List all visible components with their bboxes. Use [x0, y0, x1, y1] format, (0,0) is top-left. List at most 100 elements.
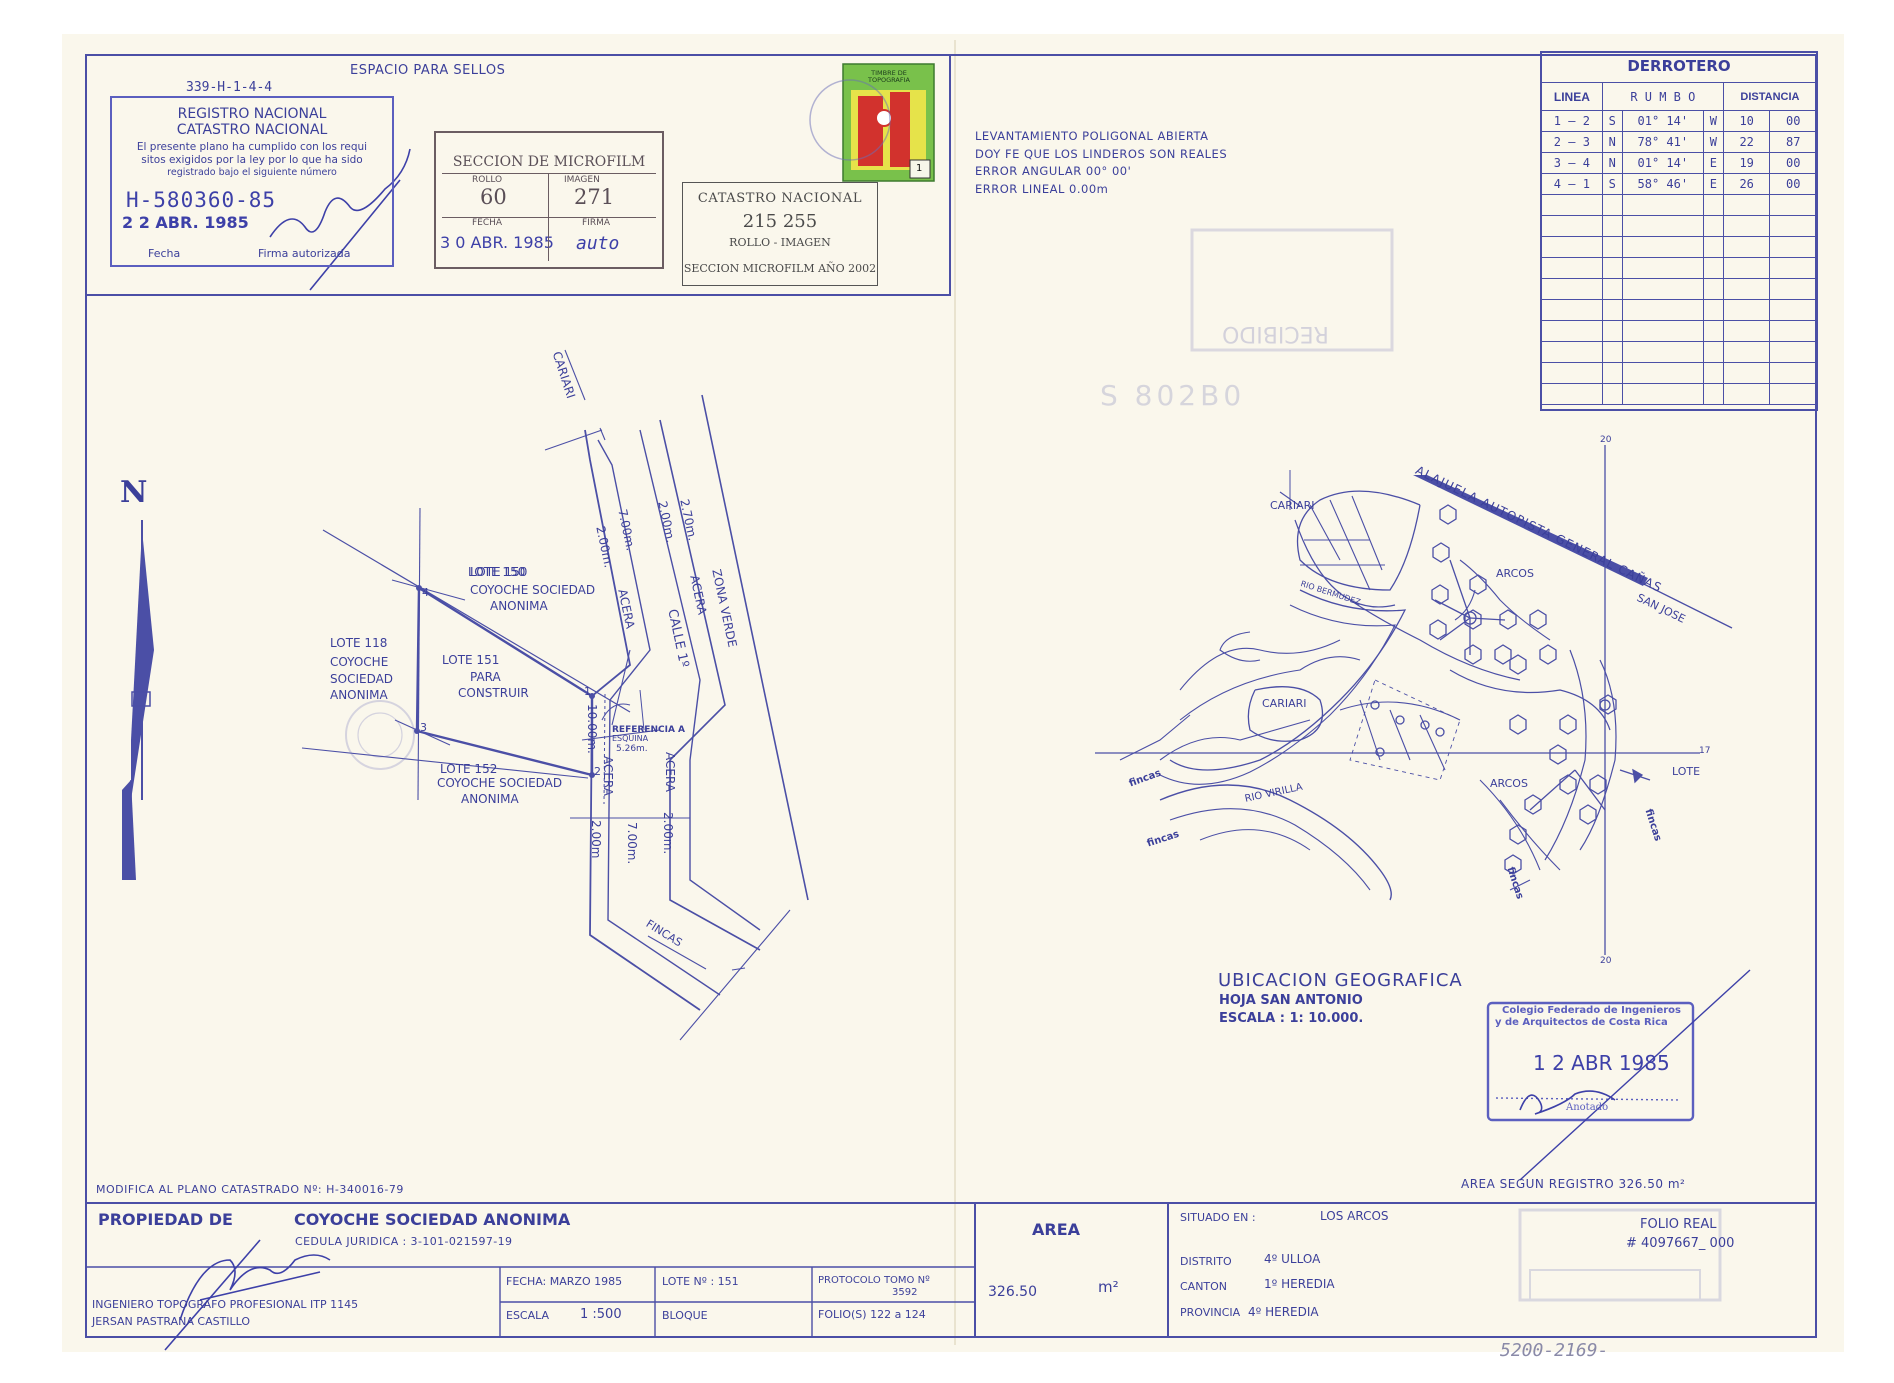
derrotero-empty-cell: [1541, 320, 1603, 342]
point-1: 1: [584, 685, 591, 698]
derrotero-empty-cell: [1601, 320, 1623, 342]
escala-value: 1 :500: [580, 1307, 622, 1322]
derrotero-cell: 01° 14': [1621, 152, 1704, 174]
point-4: 4: [422, 586, 429, 599]
derrotero-empty-row: [1541, 320, 1817, 342]
derrotero-empty-cell: [1541, 299, 1603, 321]
stamp-space-label: ESPACIO PARA SELLOS: [350, 63, 506, 78]
grid-bottom-label: 20: [1600, 956, 1612, 966]
lote-marker-label: LOTE: [1672, 765, 1701, 778]
registro-line2: CATASTRO NACIONAL: [176, 122, 328, 138]
derrotero-empty-cell: [1621, 194, 1704, 216]
derrotero-cell: 00: [1769, 173, 1817, 195]
derrotero-empty-cell: [1541, 278, 1603, 300]
derrotero-cell: 78° 41': [1621, 131, 1704, 153]
microfilm-rollo: 60: [480, 185, 507, 209]
provincia-label: PROVINCIA: [1180, 1306, 1241, 1319]
derrotero-empty-cell: [1702, 362, 1724, 384]
colegio-date: 1 2 ABR 1985: [1533, 1051, 1670, 1075]
referencia-line1: REFERENCIA A: [612, 725, 686, 735]
microfilm-firma-label: FIRMA: [582, 218, 611, 228]
modifica-note: MODIFICA AL PLANO CATASTRADO Nº: H-34001…: [96, 1183, 404, 1196]
survey-note: LEVANTAMIENTO POLIGONAL ABIERTA: [975, 129, 1209, 143]
derrotero-empty-cell: [1769, 236, 1817, 258]
derrotero-empty-cell: [1621, 341, 1704, 363]
referencia-line2: ESQUINA: [612, 734, 649, 743]
survey-note: ERROR LINEAL 0.00m: [975, 181, 1109, 196]
lote-150-line: LOTE 150: [468, 565, 526, 579]
derrotero-cell: 26: [1722, 173, 1771, 195]
derrotero-empty-cell: [1621, 299, 1704, 321]
derrotero-empty-row: [1541, 236, 1817, 258]
derrotero-empty-row: [1541, 215, 1817, 237]
lote-152-line3: ANONIMA: [461, 792, 519, 806]
derrotero-cell: N: [1601, 152, 1623, 174]
area-registro: AREA SEGUN REGISTRO 326.50 m²: [1461, 1177, 1686, 1191]
derrotero-empty-cell: [1541, 194, 1603, 216]
derrotero-empty-cell: [1769, 215, 1817, 237]
colegio-anotado: Anotado: [1566, 1102, 1609, 1113]
derrotero-empty-cell: [1722, 257, 1771, 279]
ingeniero-name: JERSAN PASTRANA CASTILLO: [92, 1315, 251, 1328]
lower-dim-3: 2.00m.: [661, 812, 675, 855]
fiscal-stamp: [809, 63, 935, 182]
derrotero-empty-cell: [1541, 236, 1603, 258]
colegio-stamp-frame: [1486, 969, 1751, 1181]
referencia-line3: 5.26m.: [616, 744, 648, 754]
registro-text3: registrado bajo el siguiente número: [167, 167, 337, 178]
derrotero-empty-cell: [1541, 215, 1603, 237]
derrotero-empty-cell: [1722, 236, 1771, 258]
derrotero-panel: DERROTERO: [1540, 51, 1818, 411]
registro-stamp: REGISTRO NACIONAL CATASTRO NACIONAL El p…: [110, 96, 394, 267]
derrotero-empty-cell: [1621, 278, 1704, 300]
lower-dim-1: 2.00m: [589, 820, 603, 859]
derrotero-empty-cell: [1722, 194, 1771, 216]
survey-notes: LEVANTAMIENTO POLIGONAL ABIERTA DOY FE Q…: [975, 129, 1227, 201]
registro-fecha-label: Fecha: [148, 247, 181, 260]
derrotero-cell: W: [1702, 110, 1724, 132]
folio-real-value: # 4097667_ 000: [1626, 1236, 1735, 1251]
north-label: N: [120, 475, 148, 510]
derrotero-empty-cell: [1541, 257, 1603, 279]
registro-line1: REGISTRO NACIONAL: [177, 106, 327, 122]
derrotero-empty-cell: [1722, 362, 1771, 384]
stamp-area-frame: [86, 55, 951, 296]
microfilm-rule: [442, 173, 656, 174]
cedula-juridica: CEDULA JURIDICA : 3-101-021597-19: [295, 1235, 513, 1248]
lower-acera-2: ACERA: [663, 752, 677, 793]
lote-152-line1: LOTE 152: [440, 762, 498, 776]
derrotero-empty-cell: [1541, 383, 1603, 405]
derrotero-cell: 3 — 4: [1541, 152, 1603, 174]
propietario: COYOCHE SOCIEDAD ANONIMA: [294, 1210, 571, 1229]
registro-text2: sitos exigidos por la ley por lo que ha …: [141, 154, 363, 166]
microfilm-rollo-label: ROLLO: [472, 175, 503, 185]
derrotero-cell: N: [1601, 131, 1623, 153]
derrotero-empty-cell: [1722, 215, 1771, 237]
plan-id-top: 339-H-1-4-4: [186, 80, 273, 95]
derrotero-empty-row: [1541, 194, 1817, 216]
microfilm-imagen: 271: [574, 185, 615, 209]
derrotero-empty-cell: [1702, 299, 1724, 321]
escala-label: ESCALA: [506, 1309, 550, 1322]
arcos-bottom-label: ARCOS: [1490, 777, 1528, 790]
survey-note: ERROR ANGULAR 00° 00': [975, 164, 1132, 178]
derrotero-cell: 00: [1769, 110, 1817, 132]
derrotero-cell: S: [1601, 173, 1623, 195]
lot-vertices: [414, 585, 595, 778]
derrotero-empty-cell: [1541, 362, 1603, 384]
derrotero-empty-cell: [1621, 215, 1704, 237]
derrotero-empty-cell: [1769, 257, 1817, 279]
fecha-cell: FECHA: MARZO 1985: [506, 1275, 623, 1288]
derrotero-empty-cell: [1769, 194, 1817, 216]
lote-118-line4: ANONIMA: [330, 688, 388, 702]
derrotero-cell: 2 — 3: [1541, 131, 1603, 153]
lote-118-line2: COYOCHE: [330, 655, 389, 669]
lower-acera-1: ACERA: [601, 756, 615, 797]
lot-plan-drawing: [301, 349, 809, 1041]
provincia-value: 4º HEREDIA: [1248, 1305, 1319, 1319]
protocolo-num: 3592: [892, 1287, 918, 1298]
